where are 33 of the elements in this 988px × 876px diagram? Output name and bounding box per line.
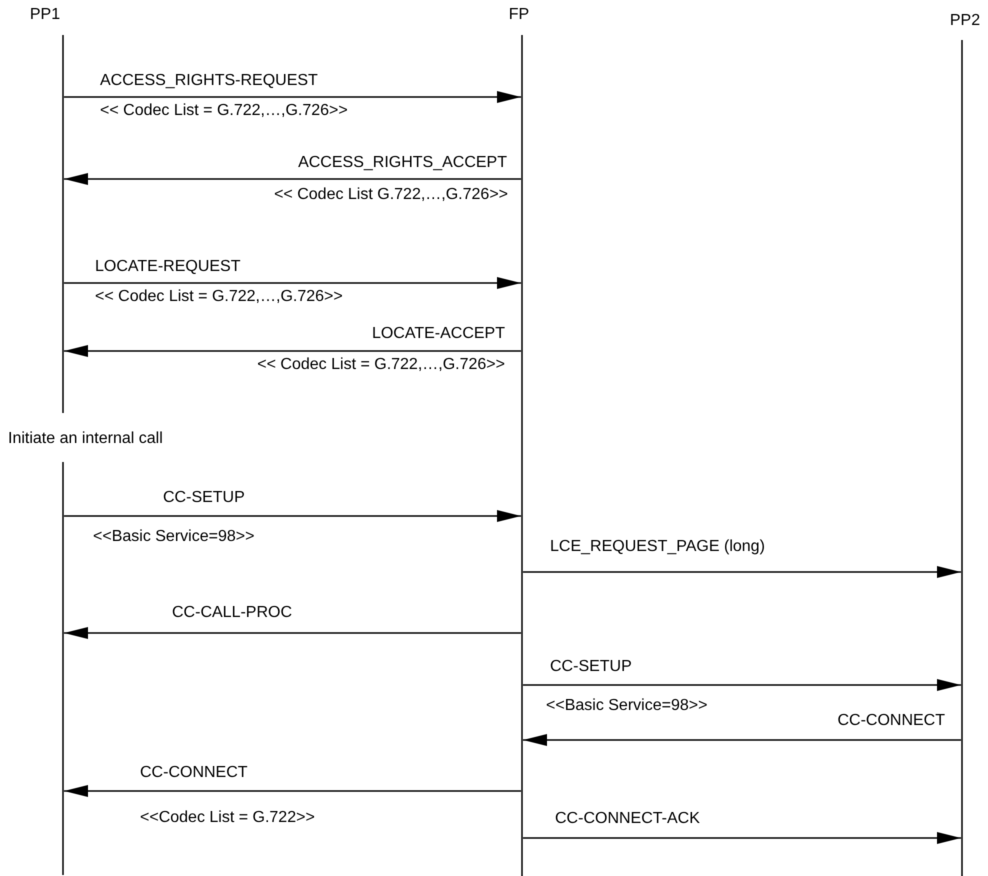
participant-label: PP2 [950,12,980,30]
message-arrow [64,627,521,639]
message-label: CC-CONNECT [837,712,945,730]
message-arrow [64,785,521,797]
participant-label: PP1 [30,6,60,24]
message-label: CC-CONNECT-ACK [555,810,700,828]
message-arrow [64,277,521,289]
message-arrow [64,173,521,185]
message-label: LCE_REQUEST_PAGE (long) [550,538,765,556]
message-label: CC-SETUP [550,658,632,676]
message-label: CC-CALL-PROC [172,604,292,622]
participant-label: FP [508,6,530,24]
parameter-note: Initiate an internal call [8,430,163,448]
message-arrow [523,679,961,691]
parameter-note: << Codec List G.722,…,G.726>> [274,186,508,204]
parameter-note: <<Basic Service=98>> [93,528,254,546]
message-arrow [523,566,961,578]
message-label: ACCESS_RIGHTS_ACCEPT [298,154,507,172]
message-arrow [64,91,521,103]
parameter-note: << Codec List = G.722,…,G.726>> [100,102,348,120]
message-label: ACCESS_RIGHTS-REQUEST [100,72,318,90]
parameter-note: <<Codec List = G.722>> [140,809,315,827]
message-label: CC-CONNECT [140,764,248,782]
message-label: LOCATE-REQUEST [95,258,240,276]
message-label: LOCATE-ACCEPT [372,325,505,343]
message-arrow [64,345,521,357]
parameter-note: << Codec List = G.722,…,G.726>> [257,356,505,374]
message-arrow [523,832,961,844]
message-label: CC-SETUP [163,489,245,507]
parameter-note: << Codec List = G.722,…,G.726>> [95,288,343,306]
message-arrow [64,510,521,522]
parameter-note: <<Basic Service=98>> [546,697,708,715]
message-arrow [523,734,961,746]
